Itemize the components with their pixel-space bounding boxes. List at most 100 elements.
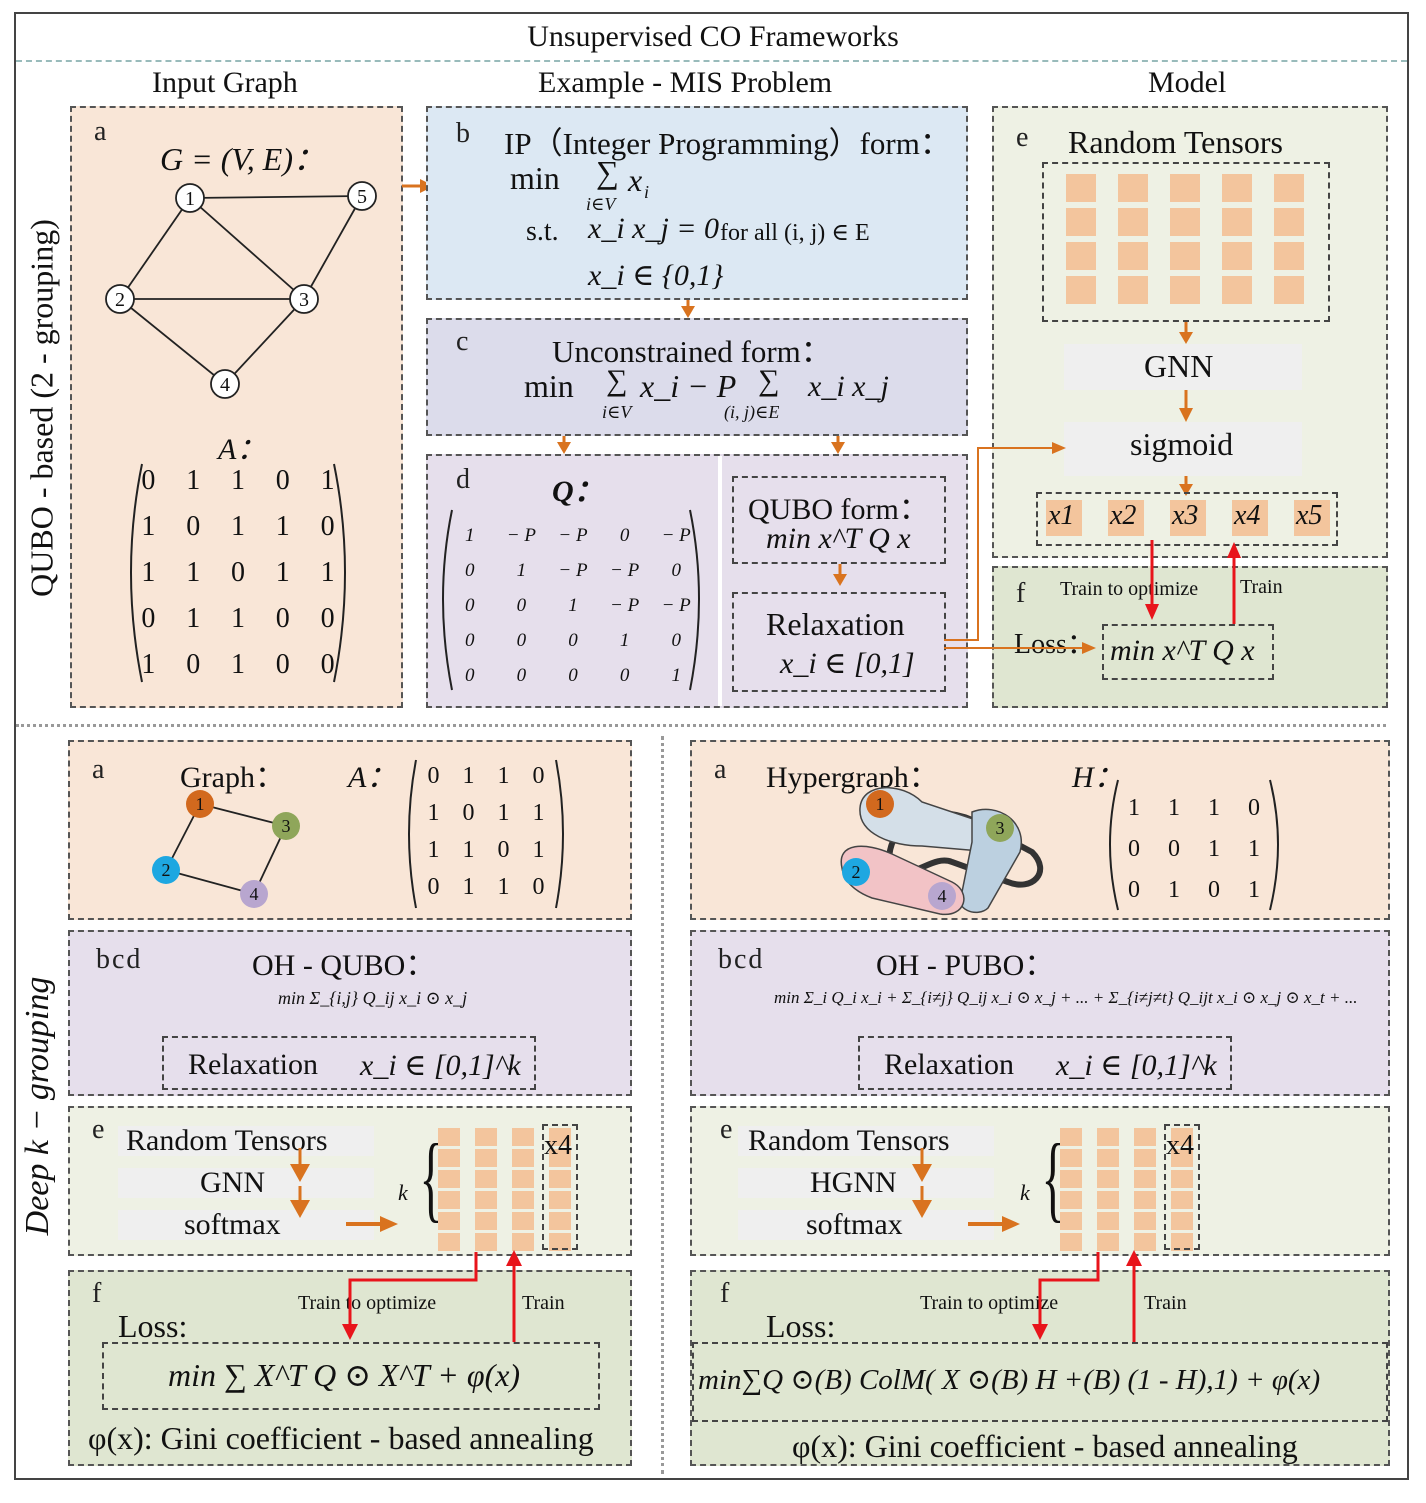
bottom-column-divider [661, 736, 664, 1474]
sum-symbol: ∑ [606, 364, 628, 397]
ip-sum-sub: i∈V [586, 194, 616, 214]
x4-label: x4 [544, 1130, 572, 1161]
output-matrix-cell [549, 1233, 571, 1251]
output-cell: x4 [1232, 500, 1268, 536]
output-matrix-cell [512, 1170, 534, 1188]
hypergraph-drawing: 1 2 3 4 [840, 787, 1044, 916]
panel-letter: c [456, 326, 469, 357]
gnn-block [118, 1168, 374, 1198]
output-matrix-cell [1134, 1149, 1156, 1167]
graph-node-label: 2 [162, 860, 171, 880]
random-tensors-label: Random Tensors [126, 1124, 328, 1157]
h-cell: 1 [1248, 836, 1260, 862]
ip-obj: x [628, 162, 643, 198]
output-matrix-cell [512, 1212, 534, 1230]
oh-qubo-expr: min Σ_{i,j} Q_ij x_i ⊙ x_j [278, 988, 468, 1008]
adjacency-cell: 0 [320, 603, 335, 634]
graph-node-1 [186, 790, 214, 818]
graph-node-4 [210, 369, 240, 399]
tensor-cell [1222, 208, 1252, 236]
tensor-cell [1222, 242, 1252, 270]
tensor-cell [1066, 276, 1096, 304]
small-graph: 1 2 3 4 [152, 790, 300, 908]
output-matrix-cell [549, 1128, 571, 1146]
adjacency-label: A： [348, 761, 397, 794]
adjacency-cell: 1 [230, 649, 245, 680]
output-matrix-cell [1097, 1212, 1119, 1230]
output-matrix-cell [1171, 1191, 1193, 1209]
panel-letter: bcd [96, 944, 143, 975]
tensor-cell [1274, 242, 1304, 270]
output-matrix-cell [1134, 1212, 1156, 1230]
relax-title: Relaxation [766, 606, 905, 642]
relax-expr: x_i ∈ [0,1]^k [1056, 1049, 1217, 1082]
output-matrix-cell [438, 1212, 460, 1230]
q-cell: 0 [619, 665, 630, 686]
adjacency-cell: 0 [532, 763, 545, 789]
panel-right-loss: f Train to optimize Train Loss: min∑Q ⊙(… [690, 1270, 1390, 1466]
k-label: k [1020, 1180, 1030, 1205]
adjacency-cell: 1 [427, 837, 440, 863]
relax-title: Relaxation [188, 1048, 318, 1081]
ip-domain: x_i ∈ {0,1} [588, 259, 724, 292]
panel-loss: f Train to optimize Train Loss： min x^T … [992, 566, 1388, 708]
adjacency-cell: 1 [532, 800, 545, 826]
h-cell: 0 [1128, 836, 1140, 862]
outer-frame [14, 12, 1409, 1480]
q-cell: 0 [619, 525, 630, 546]
panel-gnn-model: e Random Tensors GNN softmax k { x4 [68, 1106, 632, 1256]
output-matrix-cell [1060, 1233, 1082, 1251]
hyper-node-1 [866, 790, 894, 818]
x4-column-box [542, 1124, 578, 1250]
hyper-node-2 [842, 858, 870, 886]
output-matrix-cell [475, 1191, 497, 1209]
tensor-cell [1118, 242, 1148, 270]
output-matrix-cell [1171, 1149, 1193, 1167]
pipeline-arrows [912, 1148, 932, 1218]
graph-node-5 [347, 181, 377, 211]
adjacency-cell: 0 [275, 649, 290, 680]
adjacency-cell: 1 [497, 874, 510, 900]
panel-letter: a [94, 116, 107, 147]
h-cell: 0 [1128, 877, 1140, 903]
gnn-block [1064, 344, 1302, 390]
output-label: x2 [1110, 500, 1137, 531]
gini-label: φ(x): Gini coefficient - based annealing [792, 1428, 1298, 1464]
k-brace: { [1041, 1124, 1065, 1231]
q-cell: 0 [465, 665, 475, 686]
arrow-qubo-to-relax [833, 564, 847, 586]
sigmoid-block [1064, 422, 1302, 476]
output-matrix-cell [512, 1233, 534, 1251]
adjacency-cell: 1 [230, 511, 245, 542]
adjacency-cell: 0 [532, 874, 545, 900]
section-divider [16, 724, 1386, 727]
h-cell: 1 [1168, 877, 1180, 903]
panel-input-graph: a G = (V, E)： 1 2 3 4 5 A： 0 [70, 106, 403, 708]
graph-node-label: 2 [115, 289, 125, 311]
random-tensors-block [118, 1126, 374, 1156]
output-vector-box [1036, 492, 1338, 546]
q-cell: 0 [568, 665, 578, 686]
relaxation-box: Relaxation x_i ∈ [0,1]^k [858, 1036, 1232, 1090]
panel-left-loss: f Train to optimize Train Loss: min ∑ X^… [68, 1270, 632, 1466]
adjacency-cell: 0 [275, 603, 290, 634]
output-matrix-cell [549, 1191, 571, 1209]
adjacency-cell: 0 [186, 649, 201, 680]
panel-letter: f [1016, 578, 1026, 609]
adjacency-cell: 1 [186, 465, 201, 496]
arrow-sigmoid-to-output [1179, 476, 1193, 496]
tensor-cell [1066, 242, 1096, 270]
train-label: Train [1240, 576, 1283, 598]
train-to-optimize-label: Train to optimize [920, 1292, 1059, 1314]
adjacency-cell: 1 [320, 465, 335, 496]
output-matrix-cell [549, 1212, 571, 1230]
panel-letter: d [456, 464, 470, 495]
q-cell: − P [610, 595, 640, 616]
output-cell: x2 [1108, 500, 1144, 536]
q-cell: 0 [516, 595, 527, 616]
arrow-c-to-q [557, 436, 571, 454]
adjacency-cell: 1 [186, 603, 201, 634]
arrow-tensor-to-gnn [1179, 322, 1193, 344]
adjacency-cell: 1 [141, 511, 156, 542]
